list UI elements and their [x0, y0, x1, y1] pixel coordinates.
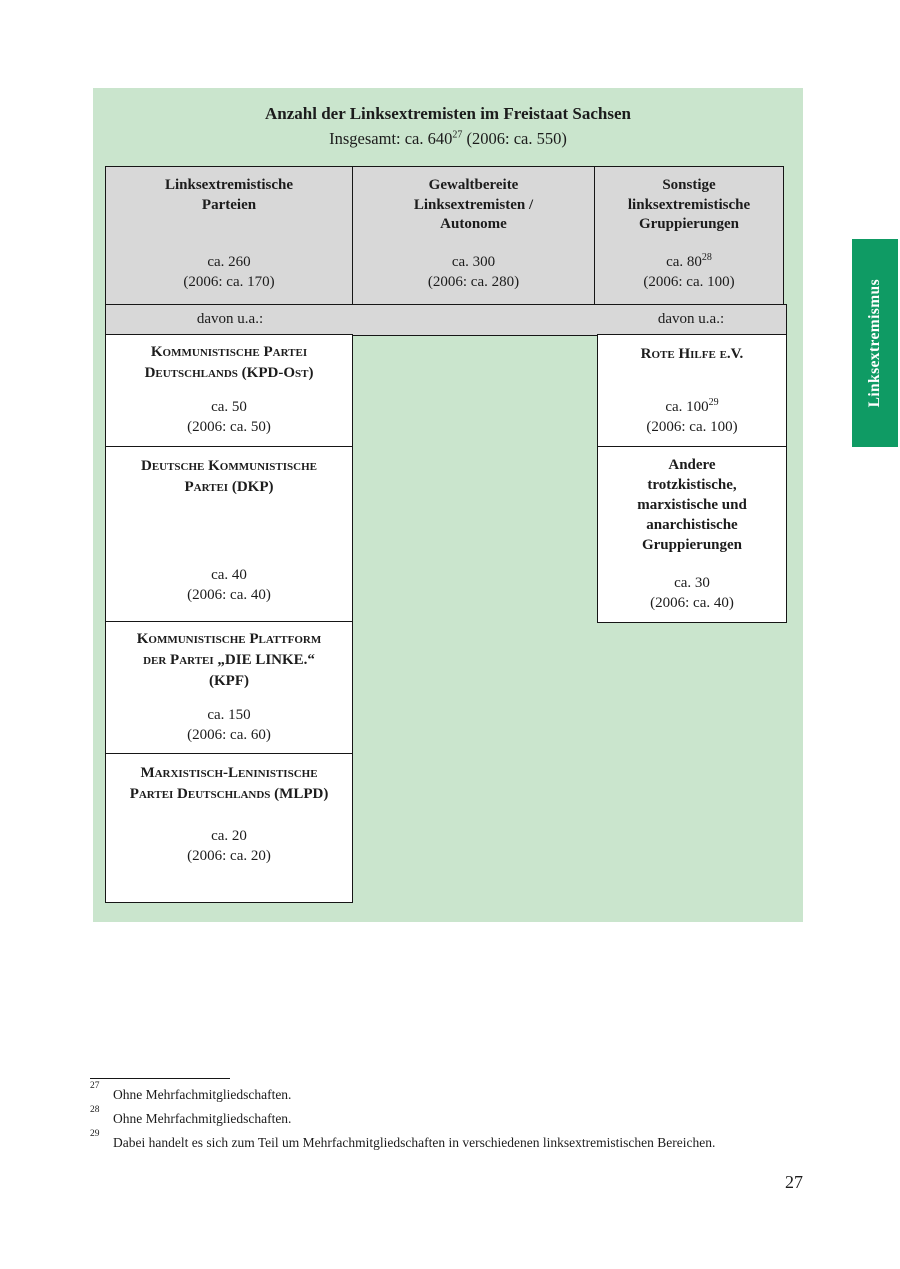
party-name: Kommunistische Plattform der Partei „DIE…	[136, 631, 322, 689]
box-mlpd: Marxistisch-Leninistische Partei Deutsch…	[105, 752, 353, 903]
column-title: Linksextremistische Parteien	[164, 177, 294, 213]
party-counts: ca. 40 (2006: ca. 40)	[187, 565, 271, 605]
group-counts: ca. 10029 (2006: ca. 100)	[646, 397, 737, 437]
party-name: Marxistisch-Leninistische Partei Deutsch…	[129, 764, 329, 802]
footnote-text: Dabei handelt es sich zum Teil um Mehrfa…	[113, 1135, 716, 1150]
party-counts: ca. 20 (2006: ca. 20)	[187, 826, 271, 866]
count-previous: (2006: ca. 280)	[427, 274, 520, 290]
header-cell-parteien: Linksextremistische Parteien ca. 260 (20…	[105, 166, 353, 305]
count-previous: (2006: ca. 40)	[650, 594, 734, 611]
count-previous: (2006: ca. 60)	[187, 727, 271, 743]
count-current: ca. 30	[674, 574, 710, 591]
count-current: ca. 50	[211, 399, 247, 415]
box-rote-hilfe: Rote Hilfe e.V. ca. 10029 (2006: ca. 100…	[597, 334, 787, 447]
count-previous: (2006: ca. 100)	[646, 419, 738, 435]
count-current: ca. 10029	[665, 397, 719, 416]
table-header-row: Linksextremistische Parteien ca. 260 (20…	[105, 166, 787, 305]
statistics-panel: Anzahl der Linksextremisten im Freistaat…	[93, 88, 803, 922]
count-previous: (2006: ca. 100)	[643, 274, 735, 290]
panel-subtitle: Insgesamt: ca. 64027 (2006: ca. 550)	[93, 126, 803, 152]
count-previous: (2006: ca. 50)	[187, 419, 271, 435]
header-cell-sonstige: Sonstige linksextremistische Gruppierung…	[594, 166, 784, 305]
footnote-text: Ohne Mehrfachmitgliedschaften.	[113, 1111, 292, 1126]
party-counts: ca. 50 (2006: ca. 50)	[187, 397, 271, 437]
column-title: Gewaltbereite Linksextremisten / Autonom…	[413, 177, 534, 232]
davon-label-left: davon u.a.:	[196, 310, 264, 327]
box-andere-gruppierungen: Andere trotzkistische, marxistische und …	[597, 445, 787, 623]
party-counts: ca. 150 (2006: ca. 60)	[187, 705, 271, 745]
footnote-divider	[90, 1078, 230, 1079]
extremism-table: Linksextremistische Parteien ca. 260 (20…	[105, 166, 787, 909]
footnote-ref-27: 27	[452, 129, 463, 141]
count-previous: (2006: ca. 40)	[187, 586, 271, 603]
count-current: ca. 300	[451, 254, 496, 270]
column-counts: ca. 300 (2006: ca. 280)	[428, 252, 519, 292]
box-kpf: Kommunistische Plattform der Partei „DIE…	[105, 621, 353, 754]
column-title: Sonstige linksextremistische Gruppierung…	[627, 177, 751, 232]
box-dkp: Deutsche Kommunistische Partei (DKP) ca.…	[105, 445, 353, 623]
column-counts: ca. 260 (2006: ca. 170)	[183, 252, 274, 292]
count-previous: (2006: ca. 20)	[187, 847, 271, 864]
count-current: ca. 260	[207, 254, 251, 270]
group-name: Rote Hilfe e.V.	[640, 346, 744, 362]
footnote-ref-29: 29	[708, 397, 719, 408]
subtitle-text: Insgesamt: ca. 640	[329, 129, 453, 148]
panel-title: Anzahl der Linksextremisten im Freistaat…	[265, 104, 631, 123]
group-counts: ca. 30 (2006: ca. 40)	[650, 573, 734, 613]
footnote-ref-28: 28	[701, 252, 712, 263]
count-previous: (2006: ca. 170)	[183, 274, 275, 290]
parteien-box-stack: Kommunistische Partei Deutschlands (KPD-…	[105, 334, 353, 903]
party-name: Kommunistische Partei Deutschlands (KPD-…	[144, 344, 314, 381]
chapter-tab-linksextremismus: Linksextremismus	[852, 239, 898, 447]
gruppierungen-box-stack: Rote Hilfe e.V. ca. 10029 (2006: ca. 100…	[597, 334, 787, 623]
group-name: Andere trotzkistische, marxistische und …	[637, 456, 747, 553]
count-current: ca. 150	[207, 707, 251, 723]
party-name: Deutsche Kommunistische Partei (DKP)	[140, 457, 317, 495]
davon-label-right: davon u.a.:	[657, 310, 725, 327]
subtitle-previous-year: (2006: ca. 550)	[462, 129, 567, 148]
davon-row: davon u.a.: davon u.a.:	[105, 303, 787, 336]
count-current: ca. 8028	[666, 252, 712, 271]
footnote-text: Ohne Mehrfachmitgliedschaften.	[113, 1087, 292, 1102]
page-number: 27	[785, 1172, 803, 1192]
count-current: ca. 20	[211, 827, 247, 844]
box-kpd-ost: Kommunistische Partei Deutschlands (KPD-…	[105, 334, 353, 447]
chapter-tab-label: Linksextremismus	[866, 278, 883, 408]
column-counts: ca. 8028 (2006: ca. 100)	[643, 252, 734, 292]
count-current: ca. 40	[211, 566, 247, 583]
table-body: Kommunistische Partei Deutschlands (KPD-…	[105, 334, 787, 909]
header-cell-gewaltbereite: Gewaltbereite Linksextremisten / Autonom…	[351, 166, 596, 305]
